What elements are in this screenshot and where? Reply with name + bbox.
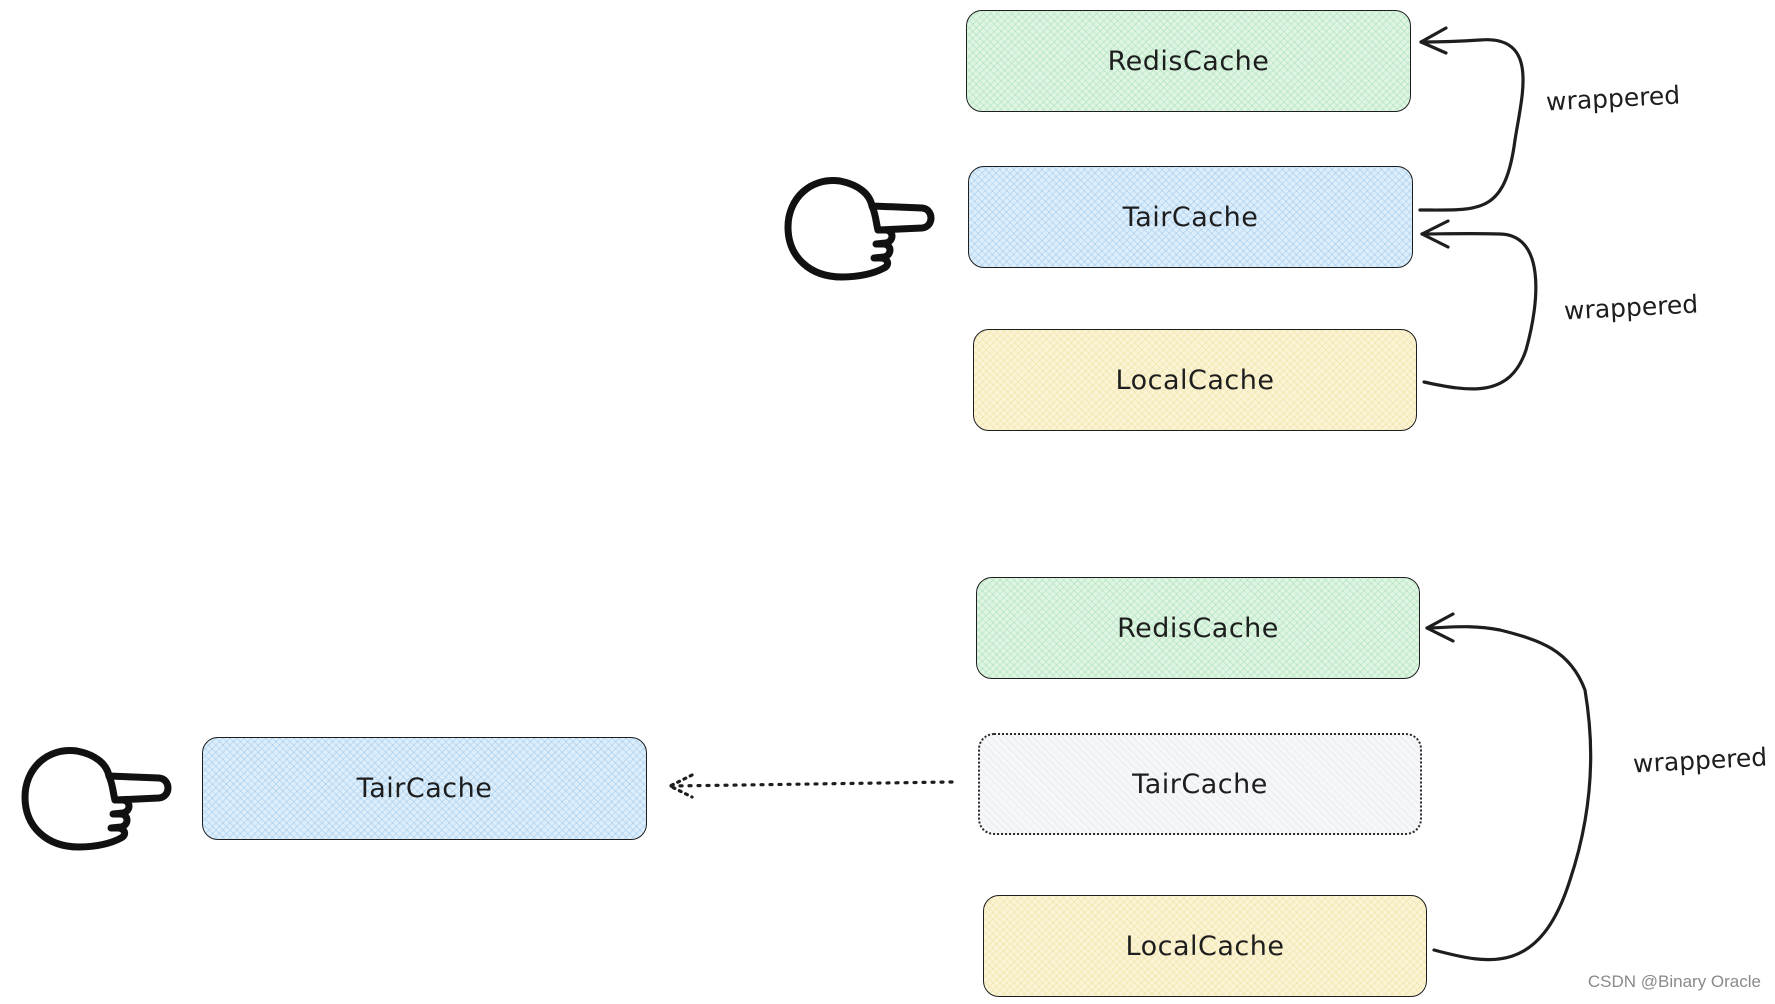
bottom-taircache-ghost-box: TairCache	[978, 733, 1422, 835]
bottom-taircache-label: TairCache	[1132, 768, 1268, 800]
top-taircache-box: TairCache	[968, 166, 1413, 268]
pointing-hand-icon	[784, 177, 935, 281]
bottom-localcache-label: LocalCache	[1125, 930, 1285, 962]
top-wrap-arrow-1	[1418, 38, 1525, 212]
detached-taircache-box: TairCache	[202, 737, 647, 840]
bottom-localcache-box: LocalCache	[983, 895, 1427, 997]
bottom-rediscache-box: RedisCache	[976, 577, 1420, 679]
bottom-rediscache-label: RedisCache	[1117, 612, 1279, 644]
bottom-wrap-arrowhead	[1425, 612, 1455, 643]
top-localcache-label: LocalCache	[1115, 364, 1275, 396]
detach-dotted-arrow	[668, 780, 954, 788]
bottom-wrap-arrow	[1425, 625, 1593, 962]
top-wrap-arrowhead-2	[1420, 219, 1450, 249]
top-arrow1-label: wrappered	[1545, 80, 1681, 117]
top-wrap-arrow-2	[1420, 231, 1538, 391]
top-localcache-box: LocalCache	[973, 329, 1417, 431]
top-wrap-arrowhead-1	[1419, 26, 1448, 55]
top-rediscache-box: RedisCache	[966, 10, 1411, 112]
top-taircache-label: TairCache	[1122, 201, 1259, 233]
watermark: CSDN @Binary Oracle	[1587, 972, 1761, 991]
pointing-hand-icon	[21, 747, 172, 851]
detach-dotted-arrowhead	[668, 773, 694, 799]
bottom-arrow-label: wrappered	[1632, 742, 1768, 779]
top-rediscache-label: RedisCache	[1107, 45, 1270, 77]
top-arrow2-label: wrappered	[1563, 289, 1699, 326]
detached-taircache-label: TairCache	[356, 773, 493, 804]
